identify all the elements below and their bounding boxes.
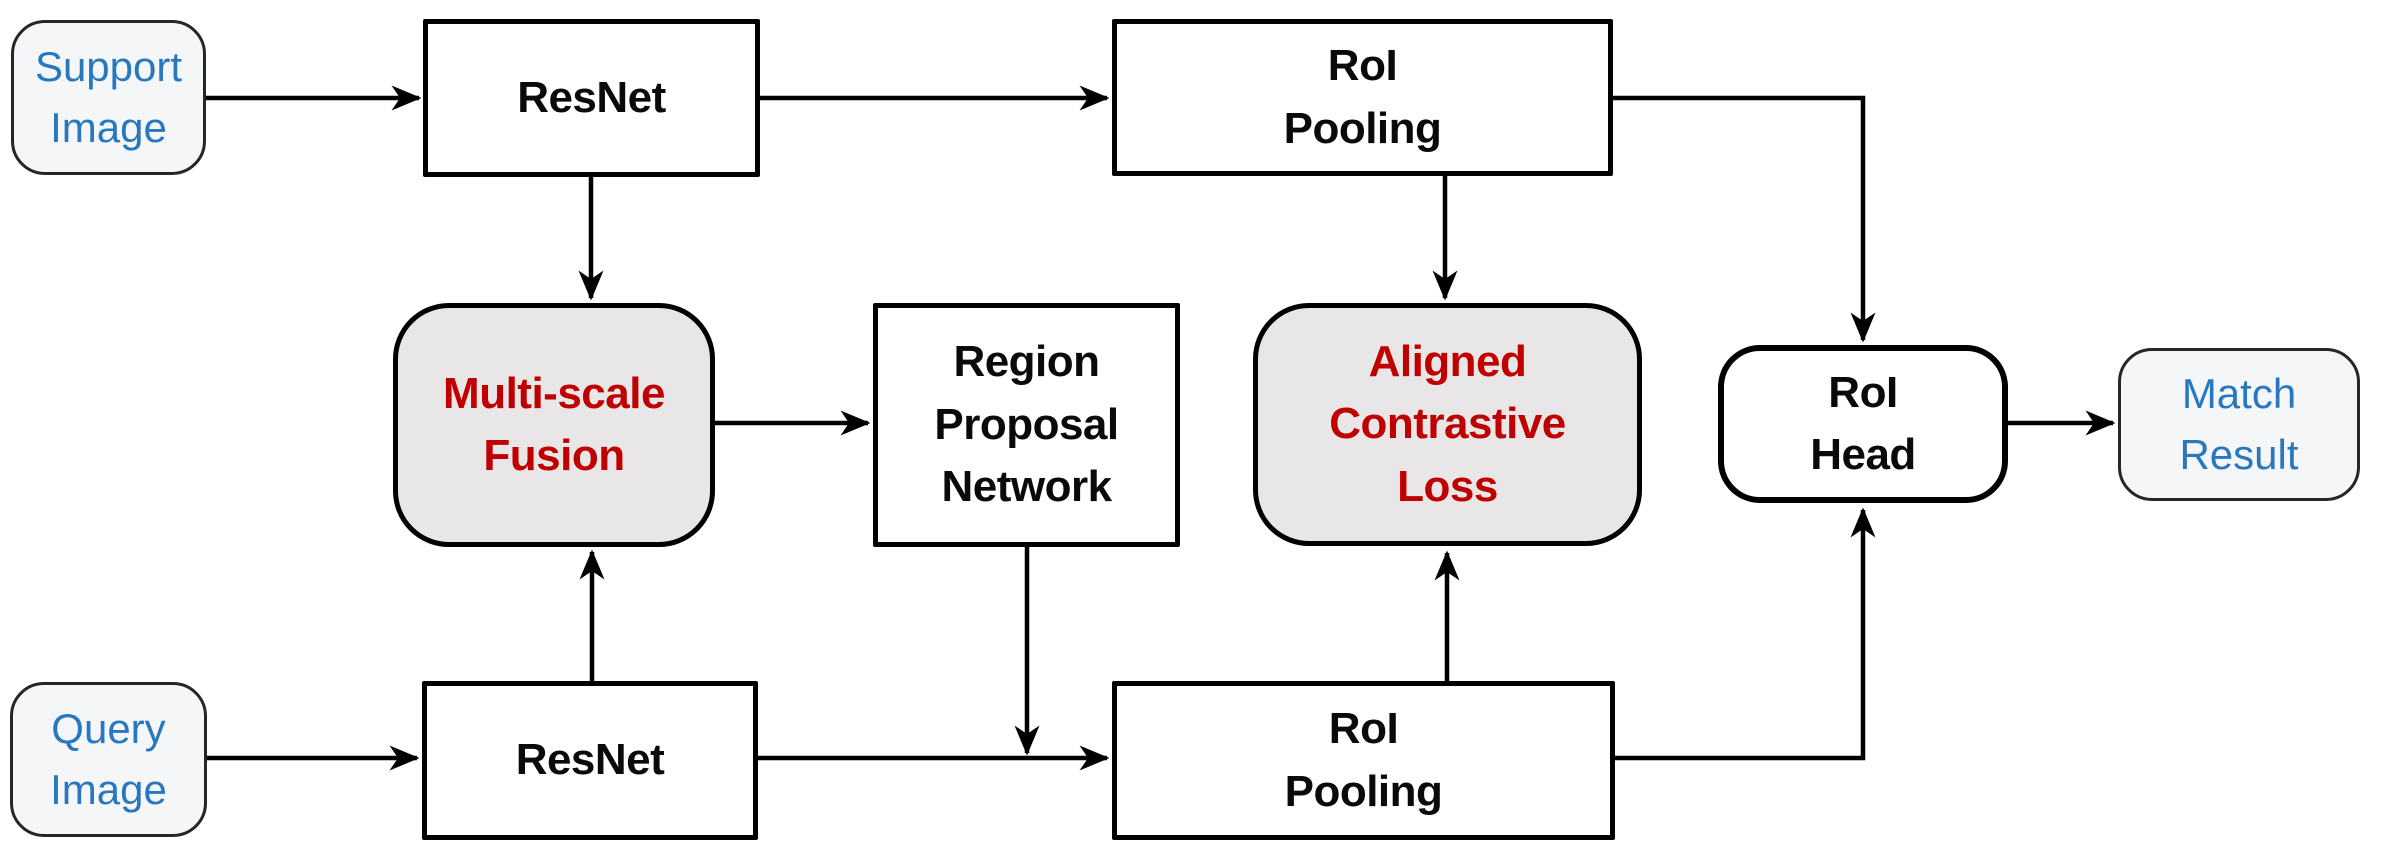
edge-roi-pooling-bottom-to-roi-head (1615, 507, 1876, 761)
node-query-image: Query Image (10, 682, 207, 837)
query-image-label: Query Image (50, 704, 167, 813)
aligned-contrastive-loss-label: Aligned Contrastive Loss (1329, 336, 1566, 511)
resnet-query-label: ResNet (515, 735, 665, 785)
node-resnet-query-branch: ResNet (422, 681, 758, 840)
multi-scale-fusion-label: Multi-scale Fusion (443, 368, 665, 480)
node-region-proposal-network: Region Proposal Network (873, 303, 1180, 547)
node-multi-scale-fusion: Multi-scale Fusion (393, 303, 715, 547)
roi-head-label: RoI Head (1810, 367, 1916, 479)
node-roi-pooling-query-branch: RoI Pooling (1112, 681, 1615, 840)
support-image-label: Support Image (34, 42, 183, 151)
node-roi-head: RoI Head (1718, 345, 2008, 503)
node-aligned-contrastive-loss: Aligned Contrastive Loss (1253, 303, 1642, 546)
roi-pooling-query-label: RoI Pooling (1284, 704, 1443, 816)
node-support-image: Support Image (11, 20, 206, 175)
edge-roi-pooling-top-to-roi-head (1613, 95, 1876, 343)
node-match-result: Match Result (2118, 348, 2360, 501)
node-roi-pooling-support-branch: RoI Pooling (1112, 19, 1613, 176)
region-proposal-network-label: Region Proposal Network (934, 337, 1119, 512)
match-result-label: Match Result (2179, 369, 2299, 478)
resnet-support-label: ResNet (517, 72, 666, 122)
roi-pooling-support-label: RoI Pooling (1283, 41, 1442, 153)
node-resnet-support-branch: ResNet (423, 19, 760, 177)
